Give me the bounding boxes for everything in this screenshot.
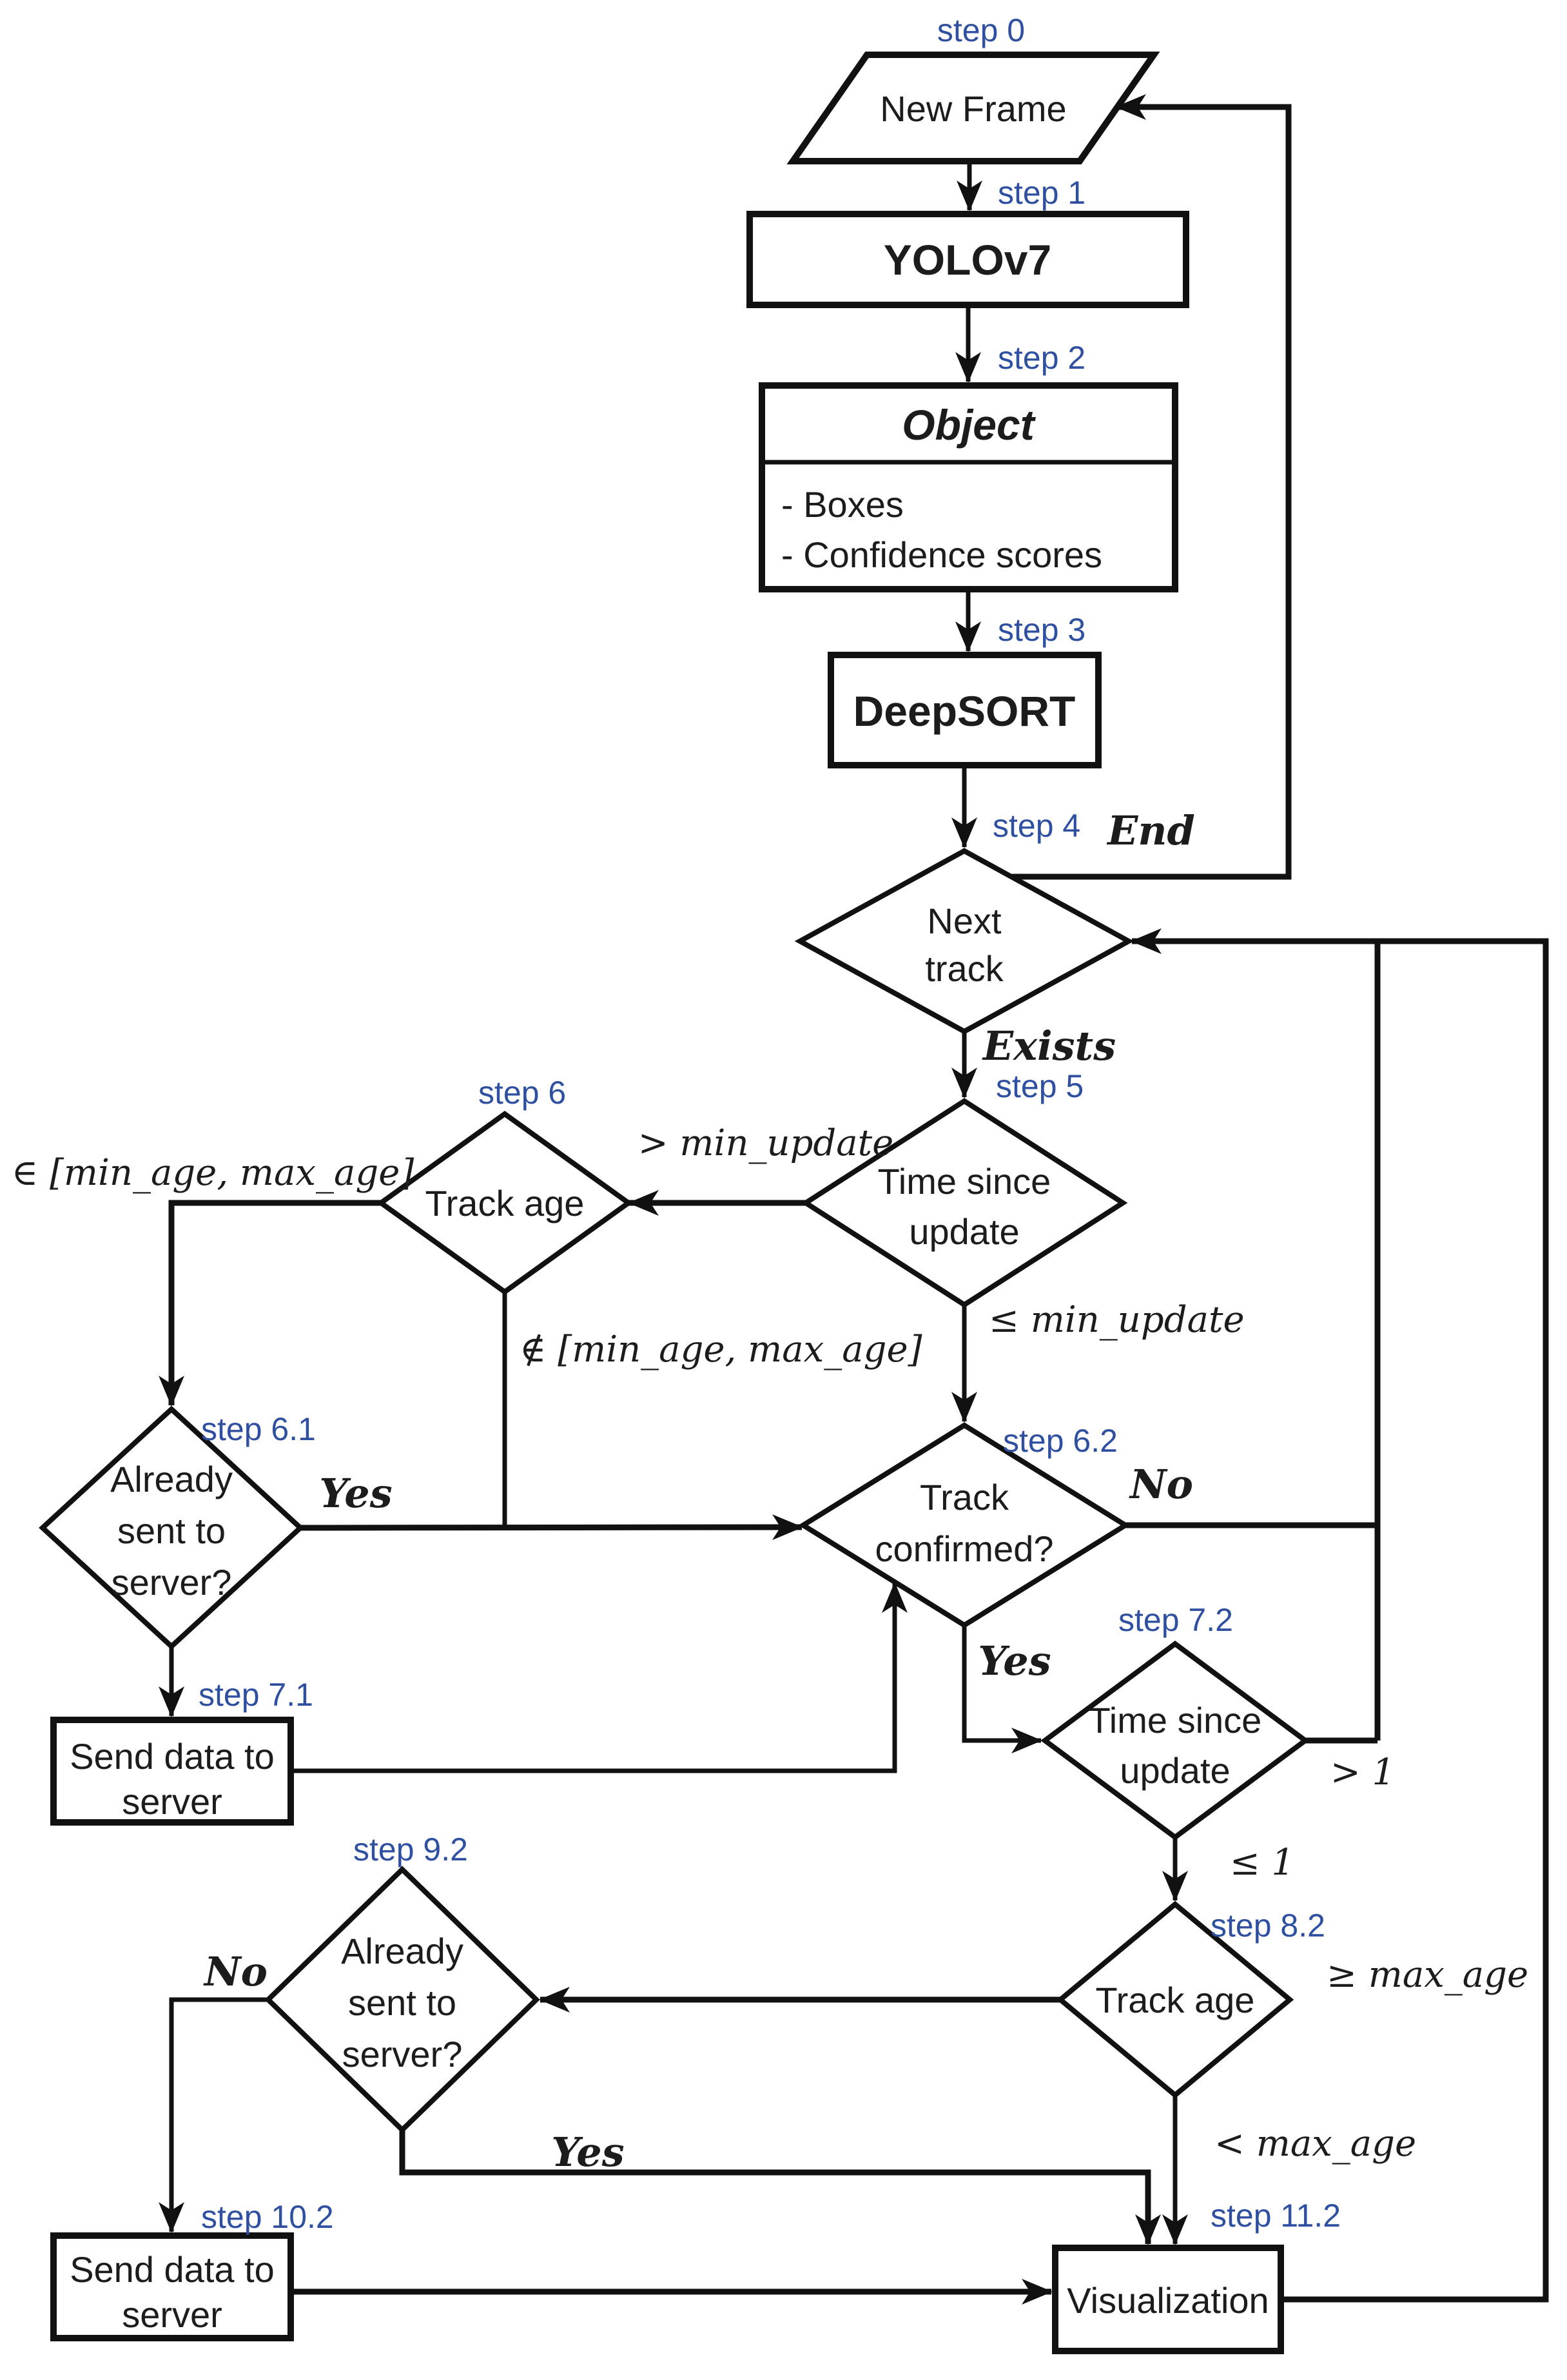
step-label-10-2: step 10.2 [201, 2199, 334, 2235]
yolov7-label: YOLOv7 [884, 236, 1051, 284]
time-since-update-1-label-line2: update [909, 1211, 1019, 1252]
node-track-age-2 [1056, 1900, 1294, 2099]
arrow-no-9-2-to-send-data-2 [159, 1997, 268, 2233]
already-sent-1-label-line2: sent to [117, 1510, 226, 1551]
edge-label-yes-9-2: Yes [551, 2129, 624, 2176]
step-label-4: step 4 [993, 808, 1080, 844]
node-time-since-update-2 [1040, 1641, 1310, 1840]
edge-label-le-min-update: ≤ min_update [989, 1299, 1245, 1341]
node-new-frame [786, 52, 1160, 164]
step-label-7-1: step 7.1 [199, 1677, 313, 1713]
node-already-sent-2 [264, 1866, 540, 2134]
step-label-0: step 0 [937, 12, 1025, 48]
already-sent-2-label-line1: Already [341, 1931, 463, 1971]
node-track-age-1 [376, 1111, 633, 1295]
step-label-11-2: step 11.2 [1211, 2198, 1341, 2234]
edge-label-notin-age-range: ∉ [min_age, max_age] [520, 1329, 922, 1370]
already-sent-2-label-line3: server? [342, 2034, 463, 2074]
step-label-5: step 5 [996, 1068, 1084, 1104]
edge-label-ge-max-age: ≥ max_age [1327, 1954, 1528, 1996]
next-track-label-line2: track [925, 948, 1004, 989]
step-label-2: step 2 [998, 340, 1085, 376]
arrow-end-loop-to-new-frame [1012, 94, 1292, 880]
edge-label-in-age-range: ∈ [min_age, max_age] [12, 1152, 414, 1194]
node-send-data-2 [50, 2232, 294, 2341]
edge-label-gt-1: > 1 [1330, 1751, 1395, 1793]
node-time-since-update-1 [801, 1098, 1128, 1308]
time-since-update-2-label-line2: update [1120, 1750, 1230, 1791]
node-deepsort [828, 652, 1102, 768]
edge-label-end: End [1106, 807, 1195, 854]
step-label-8-2: step 8.2 [1211, 1907, 1325, 1944]
node-track-confirmed [798, 1422, 1131, 1628]
arrow-send-data-1-return [291, 1582, 908, 1773]
edge-label-yes-6-1: Yes [319, 1470, 392, 1517]
arrow-yes-9-2-to-visualization [399, 2130, 1161, 2245]
already-sent-2-label-line2: sent to [348, 1982, 456, 2023]
new-frame-label: New Frame [880, 88, 1066, 129]
track-age-2-label: Track age [1096, 1980, 1255, 2020]
already-sent-1-label-line3: server? [112, 1562, 232, 1603]
send-data-1-label-line2: server [122, 1781, 222, 1822]
step-label-6-1: step 6.1 [201, 1411, 316, 1447]
arrow-outer-loop-to-next-track [1131, 928, 1549, 2303]
track-age-1-label: Track age [425, 1183, 585, 1224]
edge-label-le-1: ≤ 1 [1230, 1842, 1294, 1884]
edge-label-no-6-2: No [1129, 1461, 1193, 1508]
object-title: Object [902, 401, 1036, 449]
send-data-2-label-line1: Send data to [70, 2249, 275, 2290]
object-item-confidence-scores: - Confidence scores [781, 534, 1102, 575]
node-visualization [1052, 2245, 1284, 2354]
object-item-boxes: - Boxes [781, 484, 904, 525]
visualization-label: Visualization [1067, 2280, 1269, 2321]
track-confirmed-label-line2: confirmed? [875, 1528, 1053, 1569]
edge-label-yes-6-2: Yes [978, 1637, 1051, 1684]
arrow-yes-6-1-to-track-confirmed [300, 1514, 803, 1541]
step-label-9-2: step 9.2 [353, 1831, 468, 1868]
step-label-1: step 1 [998, 175, 1085, 211]
already-sent-1-label-line1: Already [110, 1459, 233, 1499]
edge-label-gt-min-update: > min_update [638, 1122, 894, 1164]
time-since-update-1-label-line1: Time since [878, 1161, 1051, 1202]
step-label-7-2: step 7.2 [1118, 1602, 1233, 1638]
node-yolov7 [746, 211, 1189, 308]
next-track-label-line1: Next [927, 901, 1002, 941]
node-next-track [794, 848, 1134, 1035]
node-already-sent-1 [39, 1405, 304, 1650]
deepsort-label: DeepSORT [853, 687, 1076, 735]
arrow-yes-6-2-to-time-since-update-2 [962, 1625, 1042, 1753]
edge-label-exists: Exists [982, 1022, 1116, 1069]
node-object [759, 382, 1178, 592]
send-data-1-label-line1: Send data to [70, 1736, 275, 1777]
step-label-3: step 3 [998, 612, 1085, 648]
edge-label-no-9-2: No [203, 1948, 268, 1995]
step-label-6: step 6 [478, 1075, 566, 1111]
arrow-in-age-range-branch [159, 1200, 381, 1407]
node-send-data-1 [50, 1717, 294, 1826]
step-label-6-2: step 6.2 [1003, 1423, 1118, 1459]
time-since-update-2-label-line1: Time since [1089, 1700, 1262, 1741]
send-data-2-label-line2: server [122, 2294, 222, 2335]
edge-label-lt-max-age: < max_age [1214, 2123, 1416, 2165]
track-confirmed-label-line1: Track [920, 1477, 1009, 1517]
